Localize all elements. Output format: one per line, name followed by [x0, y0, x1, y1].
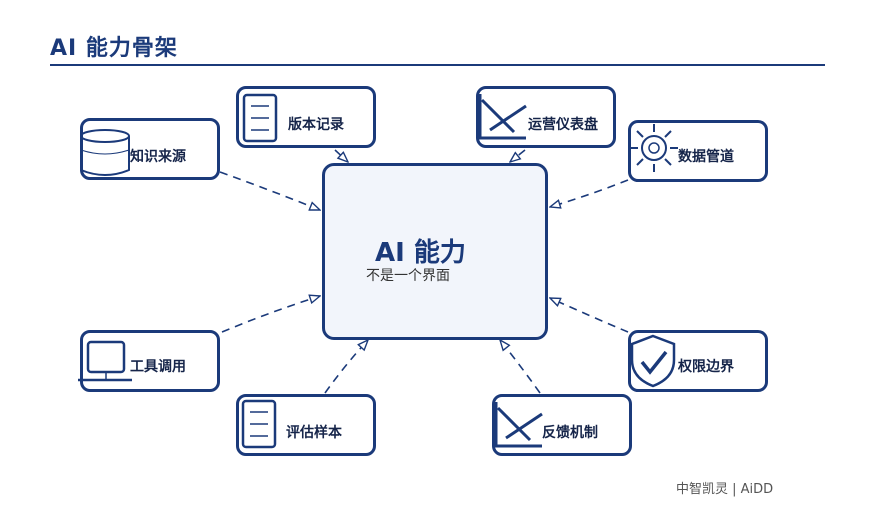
node-label-tools: 工具调用 [130, 359, 186, 375]
document-icon [241, 399, 277, 449]
node-version [236, 86, 376, 148]
node-label-ops: 运营仪表盘 [528, 117, 598, 133]
node-label-knowledge: 知识来源 [130, 149, 186, 165]
title-divider [50, 64, 825, 66]
node-label-feedback: 反馈机制 [542, 425, 598, 441]
connector-permission [550, 298, 629, 333]
connector-tools [221, 296, 320, 333]
sun-icon [630, 124, 678, 172]
node-pipeline [628, 120, 768, 182]
connector-version [334, 149, 348, 162]
node-permission [628, 330, 768, 392]
chart-icon [478, 94, 527, 140]
center-subtitle: 不是一个界面 [366, 268, 450, 284]
node-label-permission: 权限边界 [678, 359, 734, 375]
chart-icon [494, 402, 543, 448]
node-eval [236, 394, 376, 456]
node-tools [80, 330, 220, 392]
footer-credit: 中智凯灵 | AiDD [676, 482, 774, 497]
database-icon [80, 129, 130, 176]
connector-knowledge [219, 171, 320, 211]
document-icon [242, 93, 278, 143]
node-label-eval: 评估样本 [286, 425, 342, 441]
connector-feedback [500, 340, 541, 394]
center-box [322, 163, 548, 340]
laptop-icon [78, 340, 132, 382]
page-title: AI 能力骨架 [50, 36, 178, 61]
connector-ops [510, 149, 526, 162]
node-label-pipeline: 数据管道 [678, 149, 734, 165]
node-knowledge [80, 118, 220, 180]
node-label-version: 版本记录 [288, 117, 344, 133]
connector-pipeline [550, 179, 629, 207]
center-title: AI 能力 [375, 238, 466, 268]
shield-check-icon [630, 334, 676, 388]
connector-eval [324, 340, 368, 394]
